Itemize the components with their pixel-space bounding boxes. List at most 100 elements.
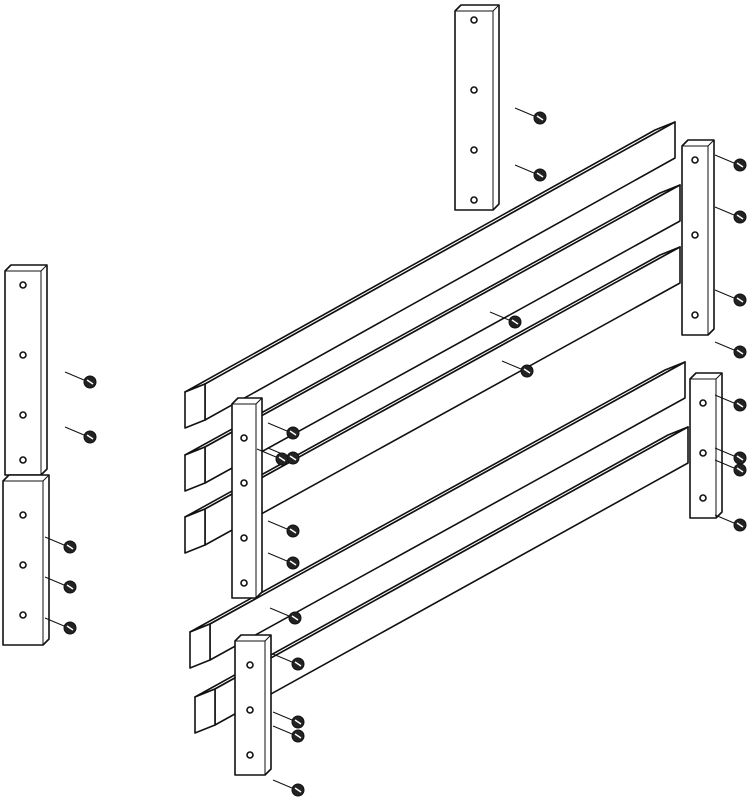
screw-icon (44, 576, 77, 594)
busbar (194, 426, 689, 734)
screw-shaft (514, 107, 535, 117)
screw-group (44, 107, 747, 797)
busbar-end-face (194, 688, 216, 734)
busbar-side-face (204, 121, 676, 421)
screw-icon (267, 552, 300, 570)
screw-slot (86, 434, 94, 440)
busbar-end-face (184, 446, 206, 492)
top-support-bracket-body (454, 4, 500, 211)
screw-icon (256, 448, 289, 466)
hole-icon (691, 231, 699, 239)
screw-shaft (269, 607, 290, 617)
screw-slot (523, 368, 531, 374)
screw-shaft (501, 360, 522, 370)
screw-shaft (714, 154, 735, 164)
top-support-bracket (454, 4, 500, 211)
screw-shaft (267, 422, 288, 432)
screw-icon (714, 394, 747, 412)
hole-icon (19, 351, 27, 359)
screw-slot (536, 172, 544, 178)
hole-icon (19, 511, 27, 519)
bracket-group (2, 4, 723, 776)
busbar-group (184, 121, 689, 734)
screw-slot (736, 214, 744, 220)
screw-slot (86, 379, 94, 385)
screw-slot (66, 544, 74, 550)
screw-slot (294, 719, 302, 725)
screw-slot (294, 787, 302, 793)
hole-icon (470, 196, 478, 204)
hole-icon (691, 311, 699, 319)
screw-icon (267, 520, 300, 538)
screw-slot (736, 297, 744, 303)
screw-shaft (272, 725, 293, 735)
screw-shaft (64, 426, 85, 436)
screw-shaft (44, 536, 65, 546)
screw-icon (267, 422, 300, 440)
screw-slot (66, 625, 74, 631)
right-clip-bracket-body (689, 372, 723, 519)
screw-shaft (256, 448, 277, 458)
front-clip-bracket (234, 634, 272, 776)
screw-icon (714, 447, 747, 465)
right-support-bracket-body (681, 139, 715, 336)
hole-icon (19, 411, 27, 419)
screw-icon (272, 779, 305, 797)
screw-shaft (714, 459, 735, 469)
screw-icon (514, 107, 547, 125)
screw-slot (511, 319, 519, 325)
screw-icon (272, 725, 305, 743)
busbar-end-face (184, 508, 206, 554)
hole-icon (691, 156, 699, 164)
left-clip-bracket (2, 474, 50, 646)
hole-icon (699, 449, 707, 457)
screw-icon (714, 289, 747, 307)
hole-icon (240, 479, 248, 487)
screw-slot (736, 455, 744, 461)
hole-icon (19, 561, 27, 569)
screw-icon (64, 371, 97, 389)
busbar-end-face (184, 383, 206, 429)
screw-shaft (267, 520, 288, 530)
screw-shaft (44, 576, 65, 586)
hole-icon (19, 611, 27, 619)
left-support-bracket (4, 264, 48, 476)
hole-icon (19, 281, 27, 289)
screw-shaft (64, 371, 85, 381)
screw-slot (289, 528, 297, 534)
screw-shaft (714, 206, 735, 216)
screw-shaft (714, 514, 735, 524)
right-support-bracket (681, 139, 715, 336)
screw-slot (289, 455, 297, 461)
screw-slot (289, 560, 297, 566)
screw-icon (489, 311, 522, 329)
busbar (184, 246, 681, 554)
screw-shaft (714, 341, 735, 351)
screw-icon (272, 711, 305, 729)
hole-icon (246, 751, 254, 759)
screw-icon (44, 617, 77, 635)
screw-slot (66, 584, 74, 590)
screw-icon (514, 164, 547, 182)
screw-shaft (514, 164, 535, 174)
screw-slot (536, 115, 544, 121)
screw-icon (501, 360, 534, 378)
screw-slot (278, 456, 286, 462)
screw-shaft (714, 447, 735, 457)
screw-slot (736, 402, 744, 408)
hole-icon (240, 579, 248, 587)
screw-shaft (44, 617, 65, 627)
screw-icon (714, 154, 747, 172)
screw-slot (736, 522, 744, 528)
screw-shaft (272, 779, 293, 789)
hole-icon (246, 706, 254, 714)
screw-slot (736, 349, 744, 355)
front-support-bracket (231, 397, 263, 599)
screw-icon (714, 341, 747, 359)
left-support-bracket-body (4, 264, 48, 476)
hole-icon (240, 534, 248, 542)
screw-icon (272, 653, 305, 671)
screw-shaft (267, 552, 288, 562)
hole-icon (246, 661, 254, 669)
